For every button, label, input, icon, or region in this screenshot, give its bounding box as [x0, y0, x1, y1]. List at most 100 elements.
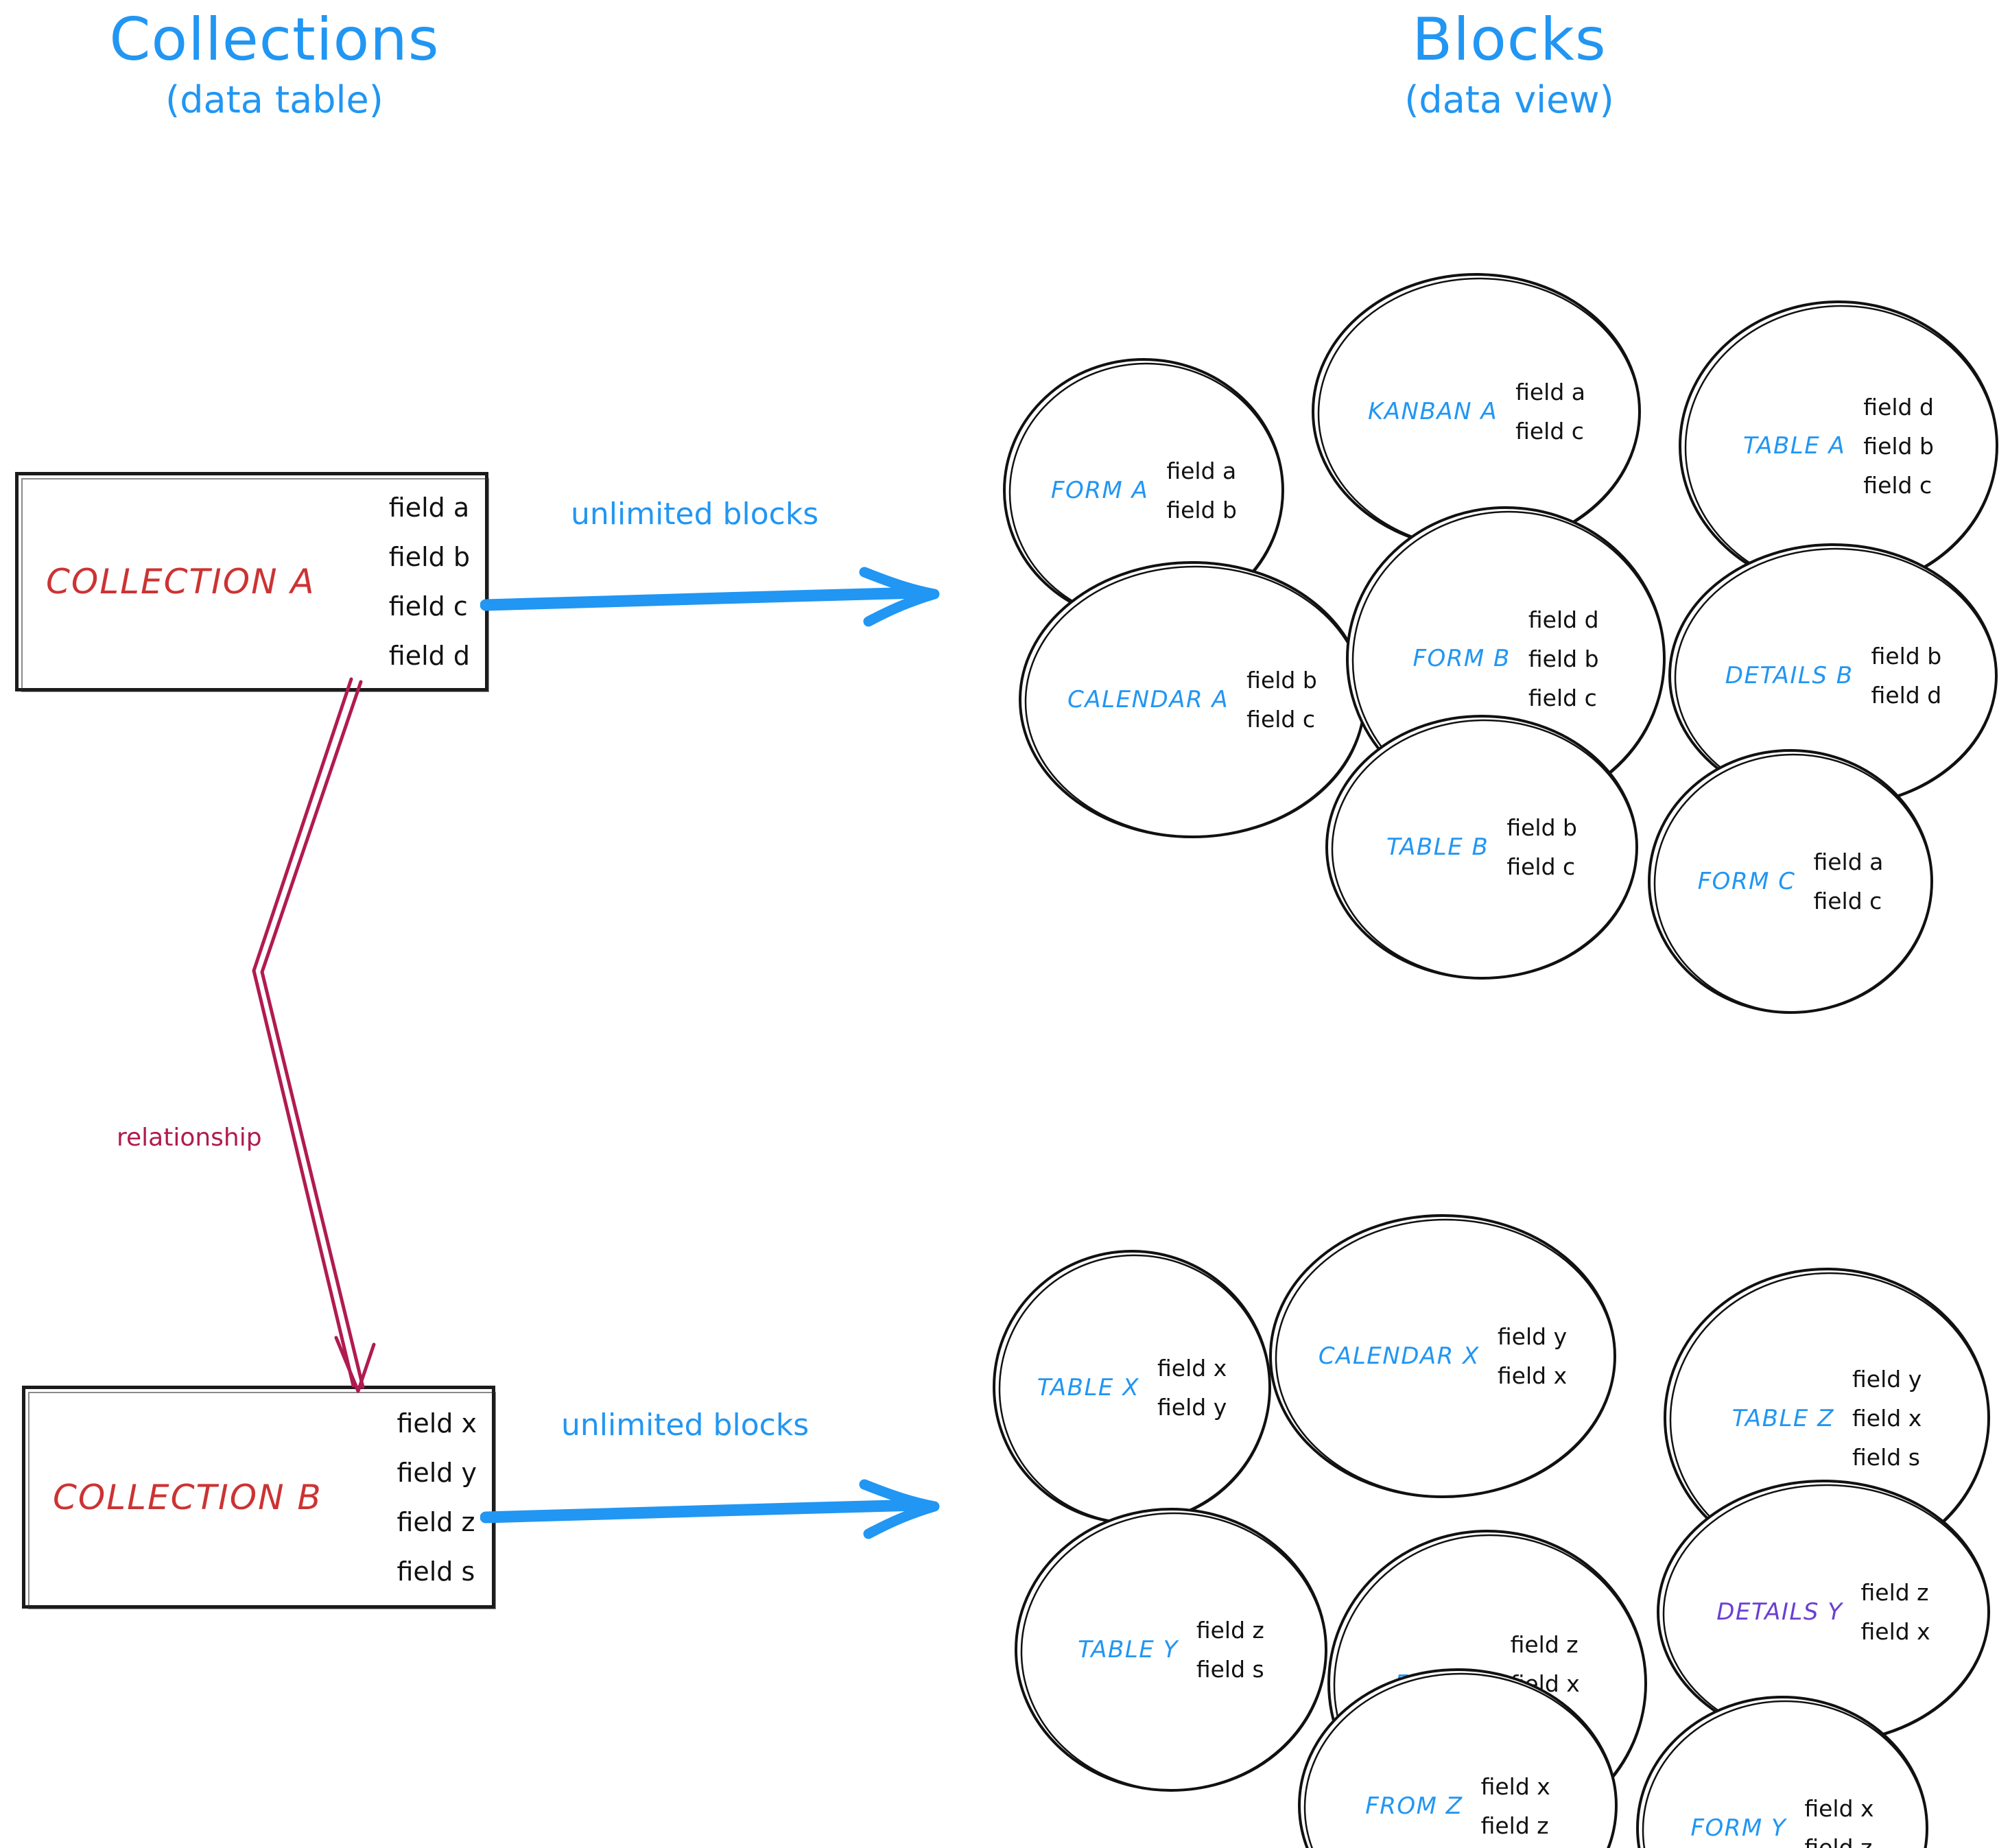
block-field: field d: [1863, 393, 1934, 420]
collection-a-fields: field a field b field c field d: [389, 493, 470, 671]
block-field: field a: [1166, 458, 1237, 484]
collection-b-field: field s: [397, 1556, 475, 1587]
block-field: field z: [1804, 1834, 1873, 1848]
block-name-form-a: FORM A: [1051, 477, 1149, 504]
block-name-table-z: TABLE Z: [1731, 1404, 1835, 1432]
block-name-calendar-a: CALENDAR A: [1067, 686, 1229, 713]
block-field: field c: [1528, 684, 1597, 711]
block-ellipse-details-b[interactable]: DETAILS B field b field d: [1664, 538, 2003, 813]
block-field: field z: [1196, 1617, 1264, 1644]
block-name-form-b: FORM B: [1412, 645, 1511, 672]
collection-b-field: field x: [397, 1408, 477, 1438]
block-ellipse-form-c[interactable]: FORM C field a field c: [1643, 744, 1938, 1019]
block-fields-form-c: field a field c: [1813, 849, 1883, 914]
block-fields-table-x: field x field y: [1157, 1355, 1227, 1421]
block-ellipse-table-y[interactable]: TABLE Y field z field s: [1010, 1502, 1332, 1797]
block-fields-form-a: field a field b: [1166, 458, 1237, 523]
block-name-table-a: TABLE A: [1743, 432, 1846, 460]
block-fields-table-b: field b field c: [1506, 814, 1577, 880]
block-fields-table-y: field z field s: [1196, 1617, 1264, 1683]
heading-blocks-title: Blocks: [1412, 5, 1607, 74]
block-name-form-y: FORM Y: [1690, 1814, 1787, 1842]
relationship-connector: [226, 659, 405, 1413]
block-ellipse-table-b[interactable]: TABLE B field b field c: [1321, 710, 1643, 984]
block-fields-from-z: field x field z: [1481, 1773, 1550, 1839]
block-field: field c: [1506, 853, 1576, 880]
block-fields-form-y: field x field z: [1804, 1795, 1873, 1848]
block-fields-calendar-x: field y field x: [1498, 1323, 1567, 1389]
block-field: field x: [1480, 1773, 1550, 1800]
block-name-from-z: FROM Z: [1365, 1792, 1463, 1820]
collection-b-fields: field x field y field z field s: [397, 1408, 477, 1587]
block-field: field b: [1166, 497, 1237, 523]
block-ellipse-form-a[interactable]: FORM A field a field b: [998, 353, 1290, 628]
block-ellipse-from-z[interactable]: FROM Z field x field z: [1293, 1663, 1622, 1848]
block-name-details-b: DETAILS B: [1725, 662, 1854, 689]
block-ellipse-table-a[interactable]: TABLE A field d field b field c: [1674, 295, 2003, 597]
block-field: field c: [1813, 888, 1882, 914]
arrow-label-unlimited-blocks-a: unlimited blocks: [571, 497, 819, 532]
block-name-form-c: FORM C: [1697, 868, 1796, 895]
heading-blocks: Blocks (data view): [1276, 7, 1742, 121]
block-fields-form-b: field d field b field c: [1528, 606, 1599, 711]
block-field: field z: [1510, 1631, 1579, 1658]
block-field: field s: [1196, 1656, 1264, 1683]
block-ellipse-calendar-a[interactable]: CALENDAR A field b field c: [1014, 556, 1371, 844]
block-name-table-y: TABLE Y: [1078, 1636, 1179, 1663]
block-fields-table-a: field d field b field c: [1863, 394, 1934, 499]
arrow-collection-b-to-blocks: [480, 1434, 947, 1543]
block-ellipse-table-x[interactable]: TABLE X field x field y: [988, 1245, 1276, 1530]
block-field: field d: [1528, 606, 1599, 633]
block-ellipse-details-y[interactable]: DETAILS Y field z field x: [1652, 1475, 1995, 1749]
collection-a-field: field d: [388, 641, 470, 671]
block-fields-details-b: field b field d: [1871, 643, 1942, 709]
block-name-kanban-a: KANBAN A: [1368, 398, 1498, 425]
block-field: field x: [1157, 1354, 1227, 1382]
block-field: field y: [1852, 1366, 1922, 1393]
collection-b-box[interactable]: COLLECTION B field x field y field z fie…: [22, 1386, 496, 1609]
block-field: field b: [1863, 432, 1934, 460]
block-field: field d: [1871, 682, 1942, 709]
collection-a-field: field a: [388, 493, 470, 523]
collection-a-name: COLLECTION A: [46, 562, 316, 602]
heading-blocks-subtitle: (data view): [1404, 78, 1614, 122]
block-field: field c: [1863, 471, 1932, 499]
block-ellipse-form-y[interactable]: FORM Y field x field z: [1631, 1691, 1933, 1848]
block-field: field z: [1860, 1579, 1929, 1606]
block-field: field b: [1246, 667, 1317, 694]
collection-b-name: COLLECTION B: [53, 1477, 322, 1517]
block-field: field x: [1852, 1405, 1922, 1432]
block-name-details-y: DETAILS Y: [1716, 1598, 1843, 1626]
block-fields-details-y: field z field x: [1860, 1579, 1930, 1645]
block-field: field x: [1860, 1618, 1930, 1645]
arrow-collection-a-to-blocks: [480, 521, 947, 631]
block-field: field x: [1497, 1362, 1568, 1389]
block-field: field z: [1480, 1812, 1549, 1839]
block-field: field a: [1813, 849, 1884, 875]
block-field: field y: [1497, 1323, 1568, 1350]
block-field: field x: [1804, 1795, 1874, 1822]
block-name-table-b: TABLE B: [1386, 833, 1489, 861]
relationship-label: relationship: [117, 1124, 262, 1152]
block-ellipse-calendar-x[interactable]: CALENDAR X field y field x: [1264, 1209, 1621, 1504]
block-name-calendar-x: CALENDAR X: [1318, 1342, 1480, 1370]
collection-b-field: field z: [397, 1506, 475, 1537]
heading-collections: Collections (data table): [41, 7, 508, 121]
block-field: field y: [1157, 1393, 1227, 1421]
block-name-table-x: TABLE X: [1037, 1373, 1140, 1401]
heading-collections-title: Collections: [109, 5, 440, 74]
block-field: field s: [1852, 1444, 1920, 1471]
block-field: field b: [1506, 814, 1577, 841]
block-field: field c: [1515, 418, 1584, 445]
arrow-label-unlimited-blocks-b: unlimited blocks: [561, 1408, 809, 1443]
block-field: field c: [1246, 706, 1316, 733]
block-ellipse-kanban-a[interactable]: KANBAN A field a field c: [1307, 268, 1646, 556]
block-field: field b: [1528, 645, 1599, 672]
collection-a-field: field c: [388, 591, 468, 621]
heading-collections-subtitle: (data table): [165, 78, 383, 122]
block-fields-calendar-a: field b field c: [1246, 667, 1317, 733]
collection-b-field: field y: [397, 1457, 477, 1488]
block-fields-kanban-a: field a field c: [1515, 379, 1585, 445]
collection-a-field: field b: [388, 542, 470, 572]
